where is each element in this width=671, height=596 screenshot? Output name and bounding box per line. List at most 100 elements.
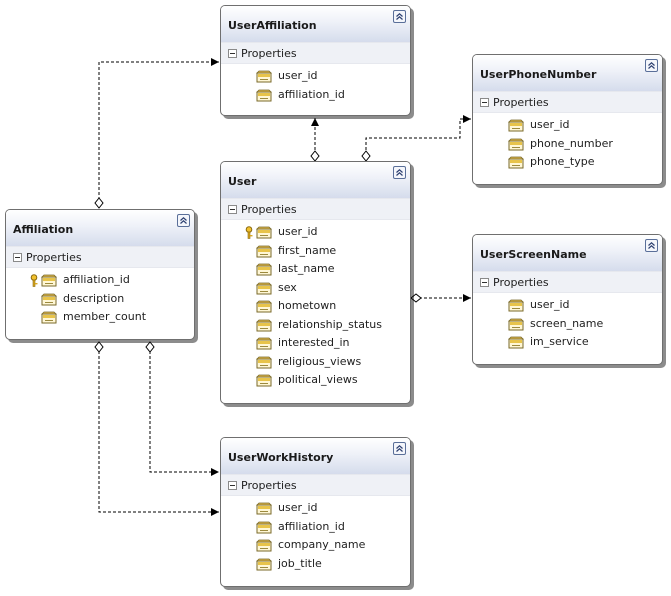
section-label: Properties	[26, 251, 82, 264]
property-icon	[256, 539, 272, 559]
property-icon	[508, 138, 524, 158]
section-label: Properties	[241, 479, 297, 492]
property-icon	[256, 89, 272, 109]
property-icon	[41, 293, 57, 313]
section-label: Properties	[241, 47, 297, 60]
collapse-chevron-icon[interactable]	[645, 239, 658, 252]
entity-header[interactable]: UserAffiliation	[221, 6, 410, 42]
property-icon	[508, 336, 524, 356]
property-row[interactable]: user_id	[221, 67, 410, 86]
property-name: affiliation_id	[63, 273, 130, 286]
property-row[interactable]: user_id	[473, 116, 662, 135]
properties-section[interactable]: Properties	[6, 246, 194, 268]
property-row[interactable]: user_id	[221, 499, 410, 518]
property-name: user_id	[278, 225, 318, 238]
property-row[interactable]: screen_name	[473, 315, 662, 334]
primary-key-icon	[29, 274, 39, 294]
property-icon	[256, 521, 272, 541]
properties-section[interactable]: Properties	[473, 271, 662, 293]
property-row[interactable]: description	[6, 290, 194, 309]
property-name: phone_type	[530, 155, 595, 168]
property-row[interactable]: religious_views	[221, 353, 410, 372]
property-name: religious_views	[278, 354, 362, 368]
property-row[interactable]: im_service	[473, 333, 662, 352]
property-icon	[256, 337, 272, 357]
property-name: company_name	[278, 538, 366, 551]
collapse-chevron-icon[interactable]	[393, 166, 406, 179]
entity-header[interactable]: Affiliation	[6, 210, 194, 246]
property-row[interactable]: hometown	[221, 297, 410, 316]
entity-title: UserWorkHistory	[228, 451, 334, 464]
property-row[interactable]: first_name	[221, 242, 410, 261]
entity-title: UserPhoneNumber	[480, 68, 597, 81]
property-row[interactable]: interested_in	[221, 334, 410, 353]
diamond-user-right	[410, 293, 422, 303]
property-row[interactable]: user_id	[221, 223, 410, 242]
properties-section[interactable]: Properties	[221, 198, 410, 220]
collapse-minus-icon[interactable]	[13, 253, 22, 262]
property-row[interactable]: affiliation_id	[221, 86, 410, 105]
property-row[interactable]: affiliation_id	[221, 518, 410, 537]
property-icon	[41, 274, 57, 294]
connector-affiliation-userworkhistory-a	[149, 351, 219, 476]
collapse-chevron-icon[interactable]	[177, 214, 190, 227]
collapse-minus-icon[interactable]	[228, 481, 237, 490]
property-name: user_id	[530, 298, 570, 311]
property-row[interactable]: last_name	[221, 260, 410, 279]
property-icon	[256, 356, 272, 376]
property-row[interactable]: phone_number	[473, 135, 662, 154]
property-icon	[256, 226, 272, 246]
property-name: affiliation_id	[278, 87, 345, 101]
collapse-chevron-icon[interactable]	[393, 442, 406, 455]
property-icon	[508, 119, 524, 139]
property-name: first_name	[278, 243, 337, 257]
entity-title: Affiliation	[13, 223, 74, 236]
property-row[interactable]: sex	[221, 279, 410, 298]
property-name: user_id	[530, 118, 570, 131]
property-row[interactable]: company_name	[221, 536, 410, 555]
properties-section[interactable]: Properties	[221, 474, 410, 496]
collapse-chevron-icon[interactable]	[393, 10, 406, 23]
property-icon	[508, 318, 524, 338]
entity-title: User	[228, 175, 257, 188]
entity-userphonenumber[interactable]: UserPhoneNumber Properties user_id phone_…	[472, 54, 663, 185]
entity-header[interactable]: UserScreenName	[473, 235, 662, 271]
diamond-user-top-right	[361, 150, 371, 162]
property-icon	[508, 156, 524, 176]
property-row[interactable]: phone_type	[473, 153, 662, 172]
property-row[interactable]: user_id	[473, 296, 662, 315]
collapse-chevron-icon[interactable]	[645, 59, 658, 72]
property-row[interactable]: affiliation_id	[6, 271, 194, 290]
section-label: Properties	[241, 203, 297, 216]
connector-affiliation-userworkhistory-b	[98, 351, 219, 516]
collapse-minus-icon[interactable]	[228, 49, 237, 58]
entity-header[interactable]: UserWorkHistory	[221, 438, 410, 474]
property-name: sex	[278, 280, 297, 294]
collapse-minus-icon[interactable]	[480, 98, 489, 107]
entity-header[interactable]: User	[221, 162, 410, 198]
property-row[interactable]: job_title	[221, 555, 410, 574]
collapse-minus-icon[interactable]	[228, 205, 237, 214]
property-name: relationship_status	[278, 317, 382, 331]
diamond-affiliation-top	[94, 197, 104, 209]
entity-title: UserAffiliation	[228, 19, 317, 32]
property-row[interactable]: political_views	[221, 371, 410, 390]
section-label: Properties	[493, 276, 549, 289]
properties-section[interactable]: Properties	[473, 91, 662, 113]
property-row[interactable]: member_count	[6, 308, 194, 327]
property-name: member_count	[63, 310, 147, 323]
entity-userscreenname[interactable]: UserScreenName Properties user_id screen_…	[472, 234, 663, 365]
entity-user[interactable]: User Properties user_id first_name last_na…	[220, 161, 411, 404]
collapse-minus-icon[interactable]	[480, 278, 489, 287]
property-row[interactable]: relationship_status	[221, 316, 410, 335]
properties-section[interactable]: Properties	[221, 42, 410, 64]
property-icon	[256, 558, 272, 578]
entity-header[interactable]: UserPhoneNumber	[473, 55, 662, 91]
